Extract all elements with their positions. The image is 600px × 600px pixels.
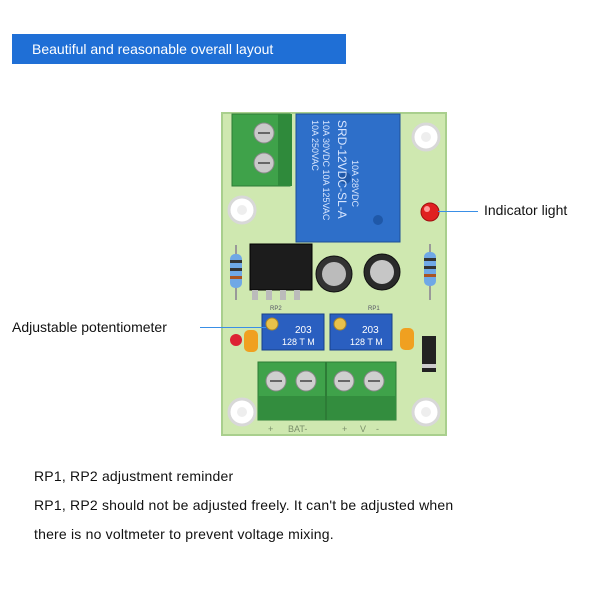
pcb-board	[221, 112, 447, 436]
silk-v: V	[360, 424, 366, 434]
title-banner: Beautiful and reasonable overall layout	[12, 34, 346, 64]
silk-bat: BAT-	[288, 424, 307, 434]
silk-minus: -	[376, 424, 379, 434]
silk-plus-right: +	[342, 424, 347, 434]
rp1-code2: 128 T M	[350, 337, 383, 347]
potentiometer-rp1	[329, 313, 393, 351]
ic-chip	[249, 243, 313, 300]
capacitors	[315, 253, 401, 293]
rp1-code: 203	[362, 325, 379, 336]
potentiometer-callout: Adjustable potentiometer	[12, 319, 167, 335]
note-line-1: RP1, RP2 adjustment reminder	[34, 468, 234, 484]
relay-text-3: SRD-12VDC-SL-A	[335, 120, 349, 219]
small-components	[230, 328, 436, 372]
rp1-label: RP1	[368, 306, 380, 312]
relay-text-1: 10A 250VAC	[310, 120, 320, 171]
resistor-right	[424, 244, 436, 300]
rp2-code2: 128 T M	[282, 337, 315, 347]
terminal-block-bottom	[257, 361, 397, 421]
relay	[295, 113, 401, 243]
resistor-left	[230, 245, 242, 300]
rp2-label: RP2	[270, 306, 282, 312]
note-line-3: there is no voltmeter to prevent voltage…	[34, 526, 334, 542]
rp2-code: 203	[295, 325, 312, 336]
potentiometer-callout-line	[200, 327, 266, 328]
indicator-led	[420, 202, 440, 222]
relay-text-2: 10A 30VDC 10A 125VAC	[321, 120, 331, 221]
terminal-block-top	[231, 113, 292, 187]
relay-text-4: 10A 28VDC	[350, 160, 360, 208]
mounting-holes	[227, 122, 441, 427]
note-line-2: RP1, RP2 should not be adjusted freely. …	[34, 497, 454, 513]
indicator-callout-line	[438, 211, 478, 212]
indicator-callout: Indicator light	[484, 202, 568, 218]
potentiometer-rp2	[261, 313, 325, 351]
silk-plus-left: +	[268, 424, 273, 434]
